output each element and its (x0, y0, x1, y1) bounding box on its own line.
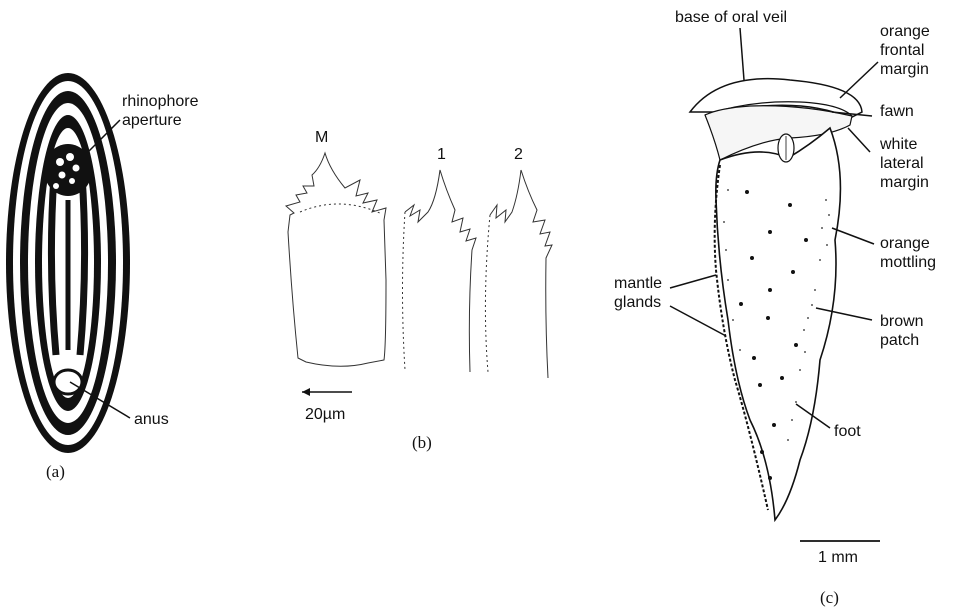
tooth-m (286, 153, 386, 366)
leader-base-oral-veil (740, 28, 744, 80)
label-rhinophore-aperture: rhinophore aperture (122, 92, 199, 130)
tooth-1 (405, 170, 476, 372)
rhinophore-spot (53, 183, 59, 189)
tooth-2-base (485, 215, 490, 372)
caption-b: (b) (412, 433, 432, 452)
panel-b-teeth (286, 153, 552, 396)
leader-orange-frontal (840, 62, 878, 98)
anus-ring (54, 370, 82, 394)
rhinophore-spot (56, 158, 64, 166)
label-white-lateral-margin: white lateral margin (880, 135, 929, 192)
rhinophore-spot (69, 178, 75, 184)
caption-c: (c) (820, 588, 839, 607)
rhinophore-spot (73, 165, 80, 172)
tooth-2 (490, 170, 552, 378)
label-anus: anus (134, 410, 169, 429)
leader-orange-mottling (832, 228, 874, 244)
label-tooth-2: 2 (514, 145, 523, 164)
mantle-outline (716, 128, 841, 520)
label-orange-mottling: orange mottling (880, 234, 936, 272)
panel-a-body (6, 73, 130, 453)
label-tooth-m: M (315, 128, 328, 147)
panel-c-body (670, 28, 880, 541)
tooth-m-base-line (300, 204, 382, 214)
scale-arrowhead (302, 388, 310, 396)
label-base-oral-veil: base of oral veil (675, 8, 787, 27)
leader-mantle-glands-2 (670, 306, 726, 336)
tooth-1-base (403, 212, 406, 370)
rhinophore-patch (44, 144, 92, 196)
label-tooth-1: 1 (437, 145, 446, 164)
leader-white-lateral (848, 128, 870, 152)
caption-a: (a) (46, 462, 65, 481)
label-scale-1mm: 1 mm (818, 548, 858, 567)
rhinophore-spot (59, 172, 66, 179)
label-mantle-glands: mantle glands (614, 274, 662, 312)
label-brown-patch: brown patch (880, 312, 924, 350)
label-orange-frontal-margin: orange frontal margin (880, 22, 930, 79)
rhinophore-spot (66, 153, 74, 161)
label-scale-20um: 20µm (305, 405, 345, 424)
label-foot: foot (834, 422, 861, 441)
leader-mantle-glands-1 (670, 275, 716, 288)
label-fawn: fawn (880, 102, 914, 121)
